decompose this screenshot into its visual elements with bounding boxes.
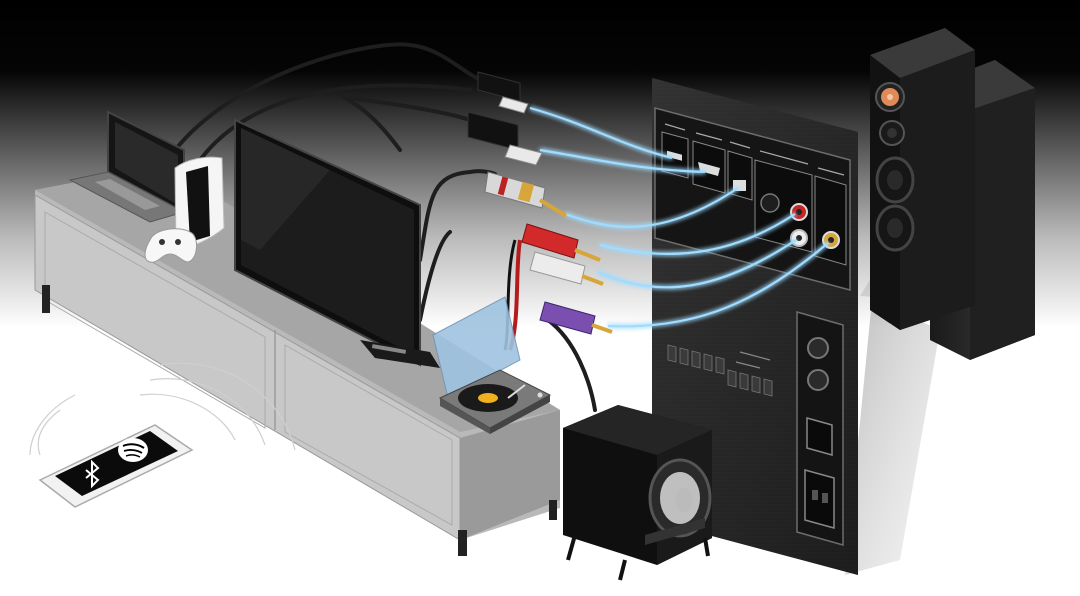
subwoofer	[563, 405, 712, 581]
black-cables	[173, 42, 597, 412]
signal-waves	[29, 362, 296, 456]
glowing-cables	[529, 106, 829, 328]
hdmi-plug	[467, 111, 543, 166]
power-inlet	[804, 469, 835, 529]
laptop	[68, 110, 186, 223]
antenna-port	[760, 193, 780, 213]
usb-a-plug	[477, 71, 529, 114]
hdmi-port	[698, 162, 720, 176]
rca-red-plug	[521, 223, 601, 262]
rca-white-plug	[529, 251, 604, 286]
tower-speaker-front	[870, 28, 975, 330]
spotify-icon	[118, 438, 148, 462]
turntable-lid	[432, 296, 521, 399]
vent-slots	[667, 344, 773, 397]
power-switch	[806, 417, 833, 456]
rca-purple-plug	[539, 301, 613, 335]
turntable	[432, 296, 552, 434]
television	[234, 118, 440, 368]
speaker-panel-beam	[845, 300, 940, 575]
optical-port	[733, 180, 746, 191]
coaxial-rca-plug	[484, 171, 568, 218]
game-controller	[144, 228, 197, 263]
speaker-terminal-2	[807, 369, 829, 391]
smartphone	[29, 362, 296, 508]
bluetooth-icon	[85, 459, 100, 489]
usb-port	[667, 150, 682, 161]
speaker-terminal-1	[807, 337, 829, 359]
